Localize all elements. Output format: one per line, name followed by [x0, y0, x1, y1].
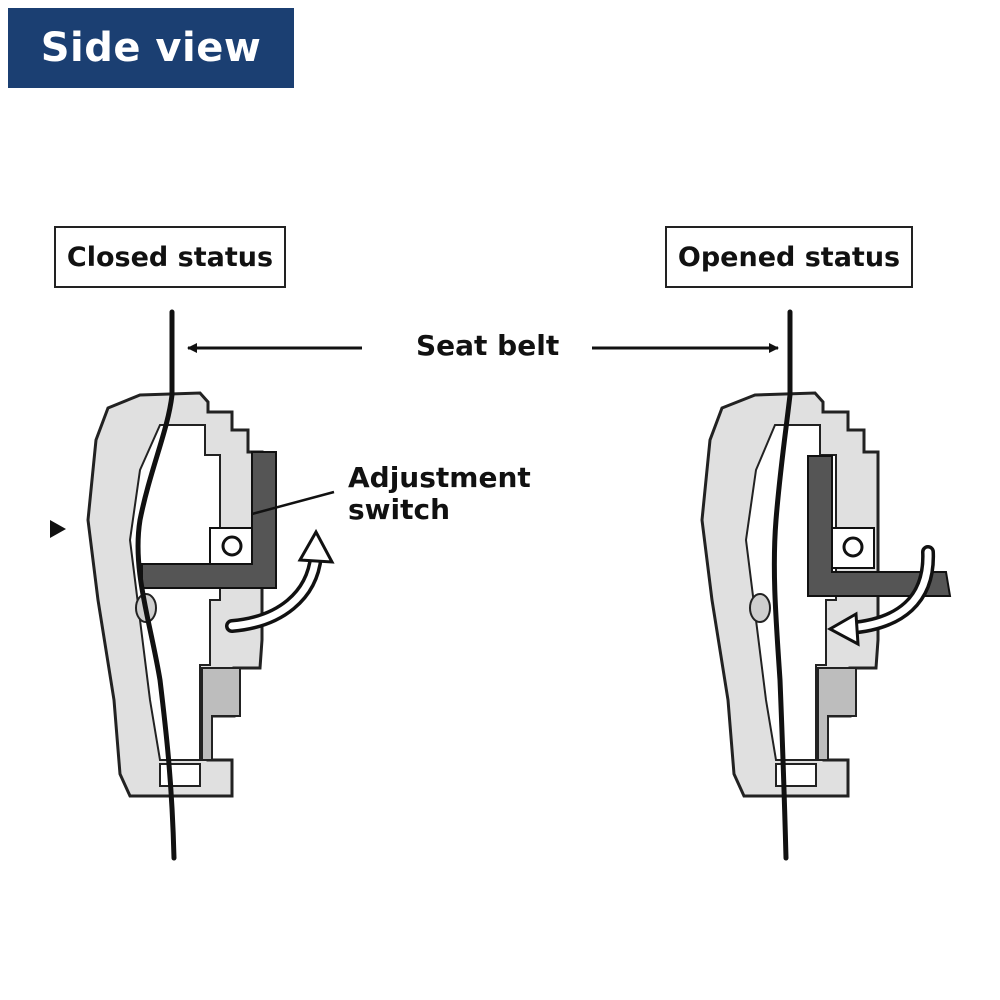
opened-side-bump	[749, 593, 771, 623]
opened-pivot-icon	[842, 536, 864, 558]
closed-mechanism	[86, 309, 335, 861]
closed-status-label: Closed status	[54, 226, 286, 288]
pointer-triangle-icon	[50, 520, 66, 538]
opened-mechanism	[700, 309, 952, 861]
title-banner: Side view	[8, 8, 294, 88]
opened-seat-belt	[771, 309, 793, 861]
adjustment-switch-label: Adjustment switch	[348, 462, 531, 526]
opened-lower-block	[817, 667, 857, 761]
closed-pivot-icon	[221, 535, 243, 557]
title-text: Side view	[40, 25, 262, 71]
opened-status-label: Opened status	[665, 226, 913, 288]
closed-housing-cavity	[128, 424, 221, 761]
adjustment-switch-line1: Adjustment	[348, 461, 531, 494]
seat-belt-label: Seat belt	[416, 329, 560, 362]
closed-status-text: Closed status	[66, 241, 274, 273]
opened-adjustment-switch	[807, 455, 952, 597]
closed-bottom-clip	[159, 763, 201, 787]
adjustment-switch-leader-line	[251, 490, 335, 516]
opened-status-text: Opened status	[677, 241, 901, 273]
closed-lower-block	[201, 667, 241, 761]
closed-seat-belt	[135, 309, 177, 861]
adjustment-switch-line2: switch	[348, 493, 451, 526]
